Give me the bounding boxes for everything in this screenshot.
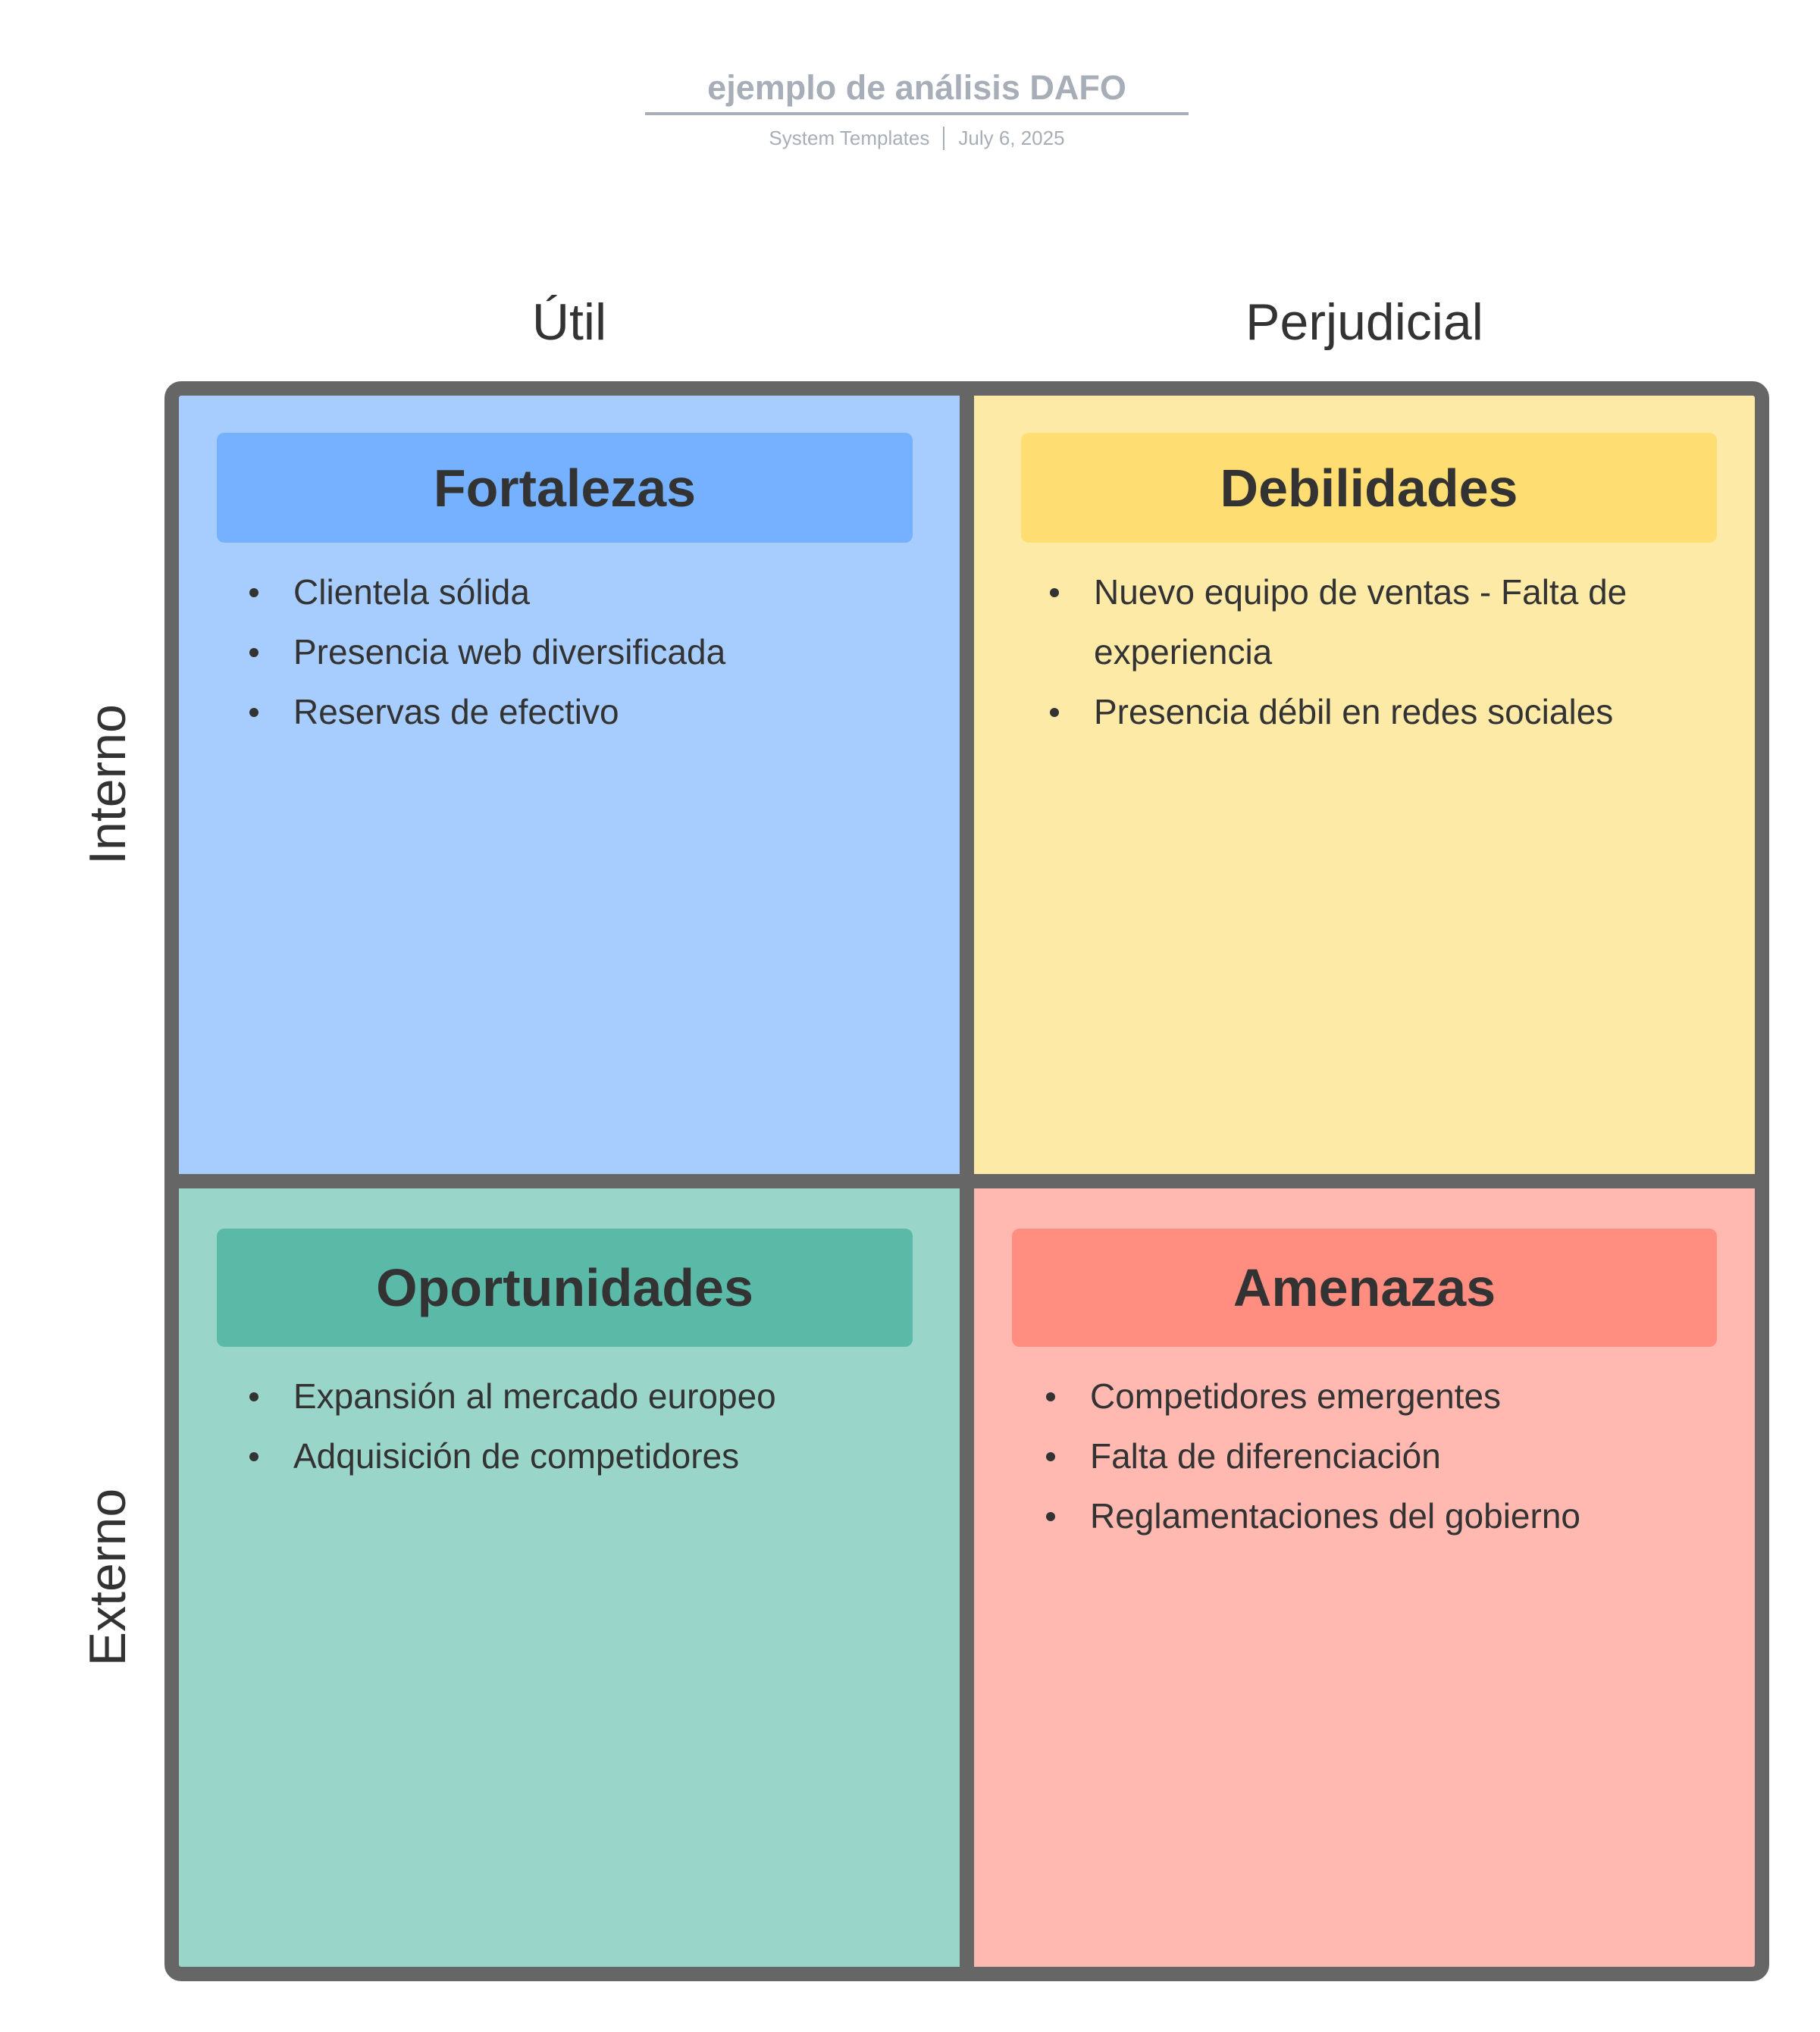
threats-header: Amenazas bbox=[1012, 1229, 1717, 1347]
date-label: July 6, 2025 bbox=[958, 126, 1065, 149]
list-item-text: Competidores emergentes bbox=[1090, 1376, 1502, 1416]
list-item-text: Reservas de efectivo bbox=[293, 692, 619, 731]
author-label: System Templates bbox=[769, 126, 930, 149]
document-title: ejemplo de análisis DAFO bbox=[707, 68, 1126, 107]
list-item-text: Presencia web diversificada bbox=[293, 632, 726, 672]
list-item: Presencia web diversificada bbox=[249, 622, 891, 682]
list-item-text: Presencia débil en redes sociales bbox=[1094, 692, 1614, 731]
list-item: Nuevo equipo de ventas - Falta de experi… bbox=[1050, 562, 1684, 682]
meta-separator bbox=[943, 126, 945, 150]
bullet-icon bbox=[249, 1392, 258, 1401]
list-item-text: Falta de diferenciación bbox=[1090, 1436, 1441, 1476]
bullet-icon bbox=[249, 648, 258, 657]
strengths-header: Fortalezas bbox=[217, 433, 913, 543]
weaknesses-list: Nuevo equipo de ventas - Falta de experi… bbox=[1050, 562, 1684, 742]
list-item: Presencia débil en redes sociales bbox=[1050, 682, 1684, 742]
row-label-internal: Interno bbox=[79, 704, 136, 865]
bullet-icon bbox=[1050, 708, 1059, 717]
bullet-icon bbox=[1046, 1512, 1055, 1521]
weaknesses-header: Debilidades bbox=[1021, 433, 1717, 543]
list-item: Reservas de efectivo bbox=[249, 682, 891, 742]
list-item-text: Reglamentaciones del gobierno bbox=[1090, 1496, 1580, 1536]
threats-list: Competidores emergentes Falta de diferen… bbox=[1046, 1367, 1695, 1546]
list-item-text: Nuevo equipo de ventas - Falta de experi… bbox=[1094, 572, 1627, 672]
column-label-harmful: Perjudicial bbox=[1245, 293, 1483, 351]
list-item: Reglamentaciones del gobierno bbox=[1046, 1486, 1695, 1546]
list-item: Expansión al mercado europeo bbox=[249, 1367, 891, 1426]
list-item: Competidores emergentes bbox=[1046, 1367, 1695, 1426]
document-meta: System Templates July 6, 2025 bbox=[645, 124, 1189, 152]
row-label-external: Externo bbox=[79, 1488, 136, 1667]
strengths-list: Clientela sólida Presencia web diversifi… bbox=[249, 562, 891, 742]
opportunities-header: Oportunidades bbox=[217, 1229, 913, 1347]
bullet-icon bbox=[249, 1452, 258, 1461]
bullet-icon bbox=[1046, 1452, 1055, 1461]
list-item-text: Expansión al mercado europeo bbox=[293, 1376, 776, 1416]
column-label-helpful: Útil bbox=[531, 293, 607, 351]
list-item: Adquisición de competidores bbox=[249, 1426, 891, 1486]
opportunities-list: Expansión al mercado europeo Adquisición… bbox=[249, 1367, 891, 1486]
list-item-text: Clientela sólida bbox=[293, 572, 530, 612]
bullet-icon bbox=[1050, 588, 1059, 597]
bullet-icon bbox=[1046, 1392, 1055, 1401]
list-item: Falta de diferenciación bbox=[1046, 1426, 1695, 1486]
list-item: Clientela sólida bbox=[249, 562, 891, 622]
bullet-icon bbox=[249, 708, 258, 717]
list-item-text: Adquisición de competidores bbox=[293, 1436, 740, 1476]
title-underline bbox=[645, 112, 1189, 115]
bullet-icon bbox=[249, 588, 258, 597]
